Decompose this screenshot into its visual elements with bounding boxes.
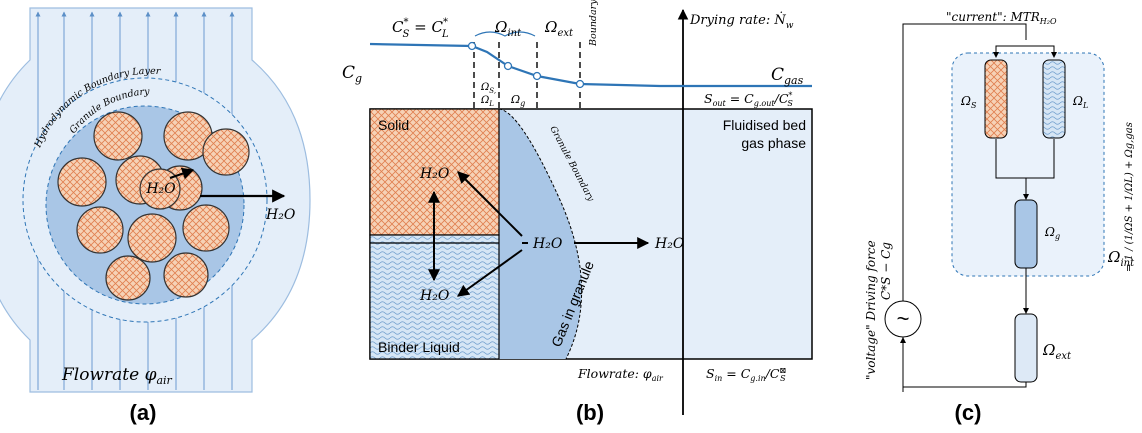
cgas-label: Cgas bbox=[771, 65, 804, 87]
gas-in-granule-region bbox=[499, 109, 582, 359]
panel-b: C*S = C*L Ωint Ωext Boundary layer Dryin… bbox=[342, 0, 813, 425]
resistor-omega-ext bbox=[1014, 313, 1038, 383]
omega-g-label: Ωg bbox=[510, 93, 525, 108]
omega-sl-label: ΩS, bbox=[480, 82, 496, 95]
circuit-wires bbox=[902, 23, 1055, 392]
flowrate-b-label: Flowrate: φair bbox=[577, 366, 664, 383]
primary-particles bbox=[57, 111, 250, 301]
panel-a: H₂O H₂O Hydrodynamic Boundary Layer Gran… bbox=[0, 7, 311, 425]
solid-label: Solid bbox=[378, 117, 409, 133]
panel-c-label: (c) bbox=[955, 400, 982, 425]
circuit-arrowheads bbox=[900, 52, 1057, 343]
omega-ext-label: Ωext bbox=[544, 18, 574, 39]
resistor-omega-l bbox=[1042, 59, 1066, 139]
omega-int-label: Ωint bbox=[494, 18, 522, 39]
drying-rate-label: Drying rate: Ṅw bbox=[689, 11, 794, 31]
source-symbol: ~ bbox=[897, 306, 910, 331]
omega-int-brace bbox=[474, 31, 536, 37]
omega-l-label: ΩL bbox=[1072, 94, 1088, 110]
omega-ext-c-label: Ωext bbox=[1042, 341, 1072, 362]
cs-eq-cl-label: C*S = C*L bbox=[392, 17, 449, 40]
s-out-label: Sout = Cg.out/C*S bbox=[704, 91, 793, 108]
profile-markers bbox=[467, 41, 585, 89]
h2o-transport-arrows bbox=[428, 171, 650, 297]
resistor-omega-g bbox=[1014, 199, 1038, 269]
omega-sl-label-2: ΩL bbox=[480, 95, 494, 108]
voltage-expr-label: C*S − Cg bbox=[879, 242, 893, 300]
cg-label: Cg bbox=[342, 63, 362, 85]
concentration-profile bbox=[369, 42, 812, 88]
h2o-inner-label: H₂O bbox=[145, 181, 176, 197]
panel-c: ~ "current": MTRH₂O ΩS ΩL Ωg Ωint Ωext "… bbox=[864, 10, 1135, 425]
omega-s-label: ΩS bbox=[960, 94, 977, 110]
flowrate-label: Flowrate φair bbox=[61, 365, 173, 387]
voltage-label: "voltage" Driving force bbox=[864, 240, 878, 380]
s-in-label: Sin = Cg.in/C⊠S bbox=[706, 366, 786, 383]
h2o-granule-label: H₂O bbox=[532, 236, 563, 252]
voltage-source bbox=[884, 300, 922, 338]
binder-liquid-label: Binder Liquid bbox=[378, 339, 460, 355]
h2o-solid-label: H₂O bbox=[419, 166, 450, 182]
panel-a-label: (a) bbox=[130, 400, 157, 425]
panel-b-label: (b) bbox=[576, 400, 604, 425]
omega-int-formula: = 1 / (1/ΩS + 1/ΩL) + Ωg,gas bbox=[1124, 122, 1135, 272]
h2o-outer-label: H₂O bbox=[265, 207, 296, 223]
boundary-dashed-lines bbox=[473, 42, 581, 109]
resistor-omega-s bbox=[984, 59, 1008, 139]
h2o-liquid-label: H₂O bbox=[419, 288, 450, 304]
h2o-gas-label: H₂O bbox=[654, 236, 685, 252]
h2o-inner-arrow bbox=[169, 167, 195, 180]
boundary-layer-label: Boundary layer bbox=[588, 0, 599, 47]
omega-g-c-label: Ωg bbox=[1044, 225, 1060, 241]
omega-int-c-label: Ωint bbox=[1107, 248, 1135, 269]
gas-phase-label: gas phase bbox=[741, 135, 806, 151]
fluidised-bed-label: Fluidised bed bbox=[723, 117, 806, 133]
current-label: "current": MTRH₂O bbox=[946, 10, 1057, 26]
